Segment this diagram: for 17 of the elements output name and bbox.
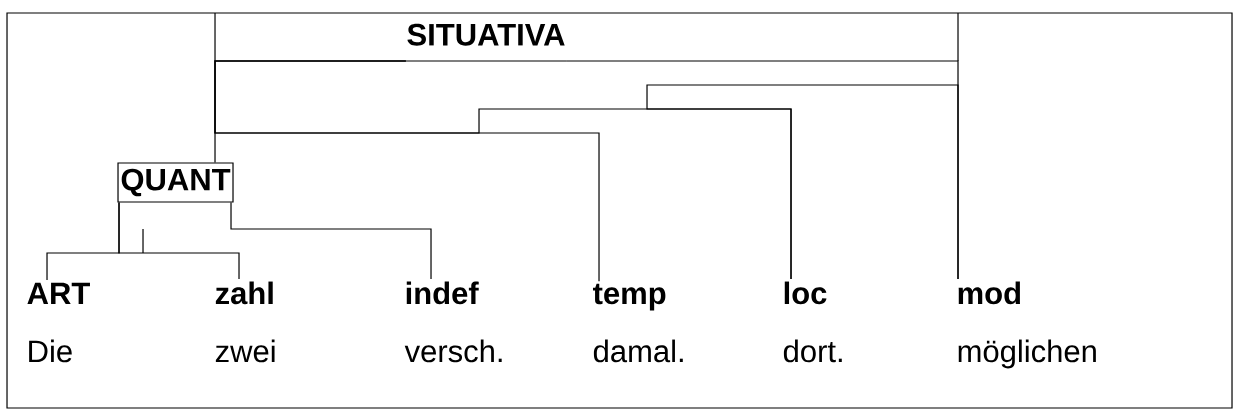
category-label: loc (784, 281, 827, 305)
word-label: möglichen (958, 339, 1096, 369)
category-box: QUANT (117, 162, 234, 203)
word-label: zwei (215, 339, 275, 363)
tree-line (230, 202, 432, 280)
category-label: zahl (215, 281, 273, 305)
category-label: mod (958, 281, 1020, 305)
word-label: dort. (783, 339, 842, 363)
category-label: ART (27, 282, 90, 304)
tree-line (118, 202, 240, 280)
word-label: damal. (593, 339, 683, 363)
word-label: Die (29, 339, 72, 363)
tree-line (646, 84, 959, 280)
category-label: indef (406, 281, 479, 305)
category-label: SITUATIVA (407, 23, 565, 46)
category-label: temp (593, 283, 666, 311)
word-label: versch. (404, 339, 502, 363)
